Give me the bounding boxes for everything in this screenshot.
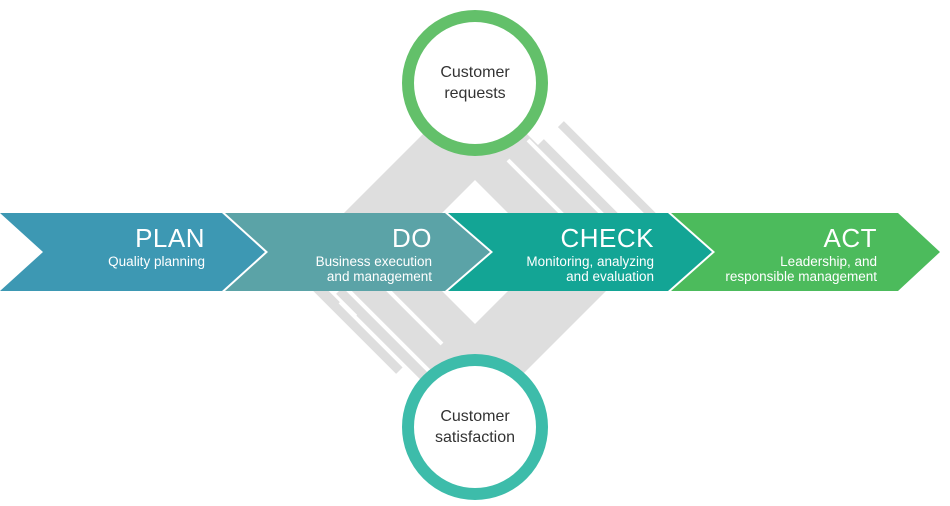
act-label: ACT Leadership, and responsible manageme… xyxy=(700,224,877,284)
customer-satisfaction-circle xyxy=(402,354,548,500)
customer-requests-text: Customer requests xyxy=(415,62,535,104)
do-desc-line1: Business execution xyxy=(315,254,432,269)
plan-title: PLAN xyxy=(135,223,205,253)
customer-satisfaction-text: Customer satisfaction xyxy=(415,406,535,448)
do-title: DO xyxy=(392,223,432,253)
plan-label: PLAN Quality planning xyxy=(60,224,205,269)
pdca-arrows xyxy=(0,213,940,291)
check-title: CHECK xyxy=(560,223,654,253)
act-desc-line2: responsible management xyxy=(725,269,877,284)
check-label: CHECK Monitoring, analyzing and evaluati… xyxy=(494,224,654,284)
customer-satisfaction-line1: Customer xyxy=(440,408,510,425)
customer-satisfaction-line2: satisfaction xyxy=(434,429,516,446)
plan-arrow xyxy=(0,213,265,291)
check-desc-line1: Monitoring, analyzing xyxy=(526,254,654,269)
customer-requests-circle xyxy=(402,10,548,156)
act-arrow xyxy=(671,213,940,291)
plan-desc-line1: Quality planning xyxy=(108,254,205,269)
check-arrow xyxy=(448,213,712,291)
act-desc-line1: Leadership, and xyxy=(780,254,877,269)
customer-requests-line1: Customer xyxy=(440,64,510,81)
check-desc-line2: and evaluation xyxy=(566,269,654,284)
do-arrow xyxy=(225,213,490,291)
act-title: ACT xyxy=(823,223,877,253)
do-label: DO Business execution and management xyxy=(270,224,432,284)
customer-requests-line2: requests xyxy=(444,85,506,102)
do-desc-line2: and management xyxy=(326,269,432,284)
